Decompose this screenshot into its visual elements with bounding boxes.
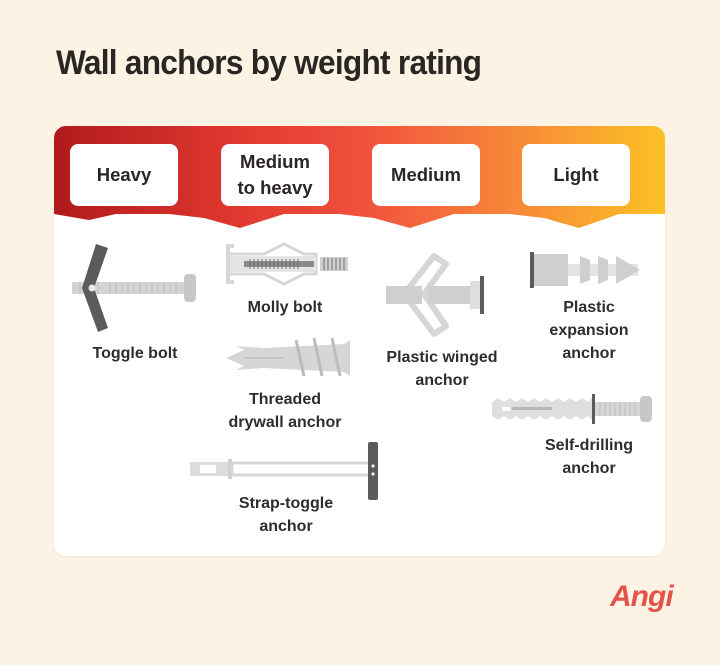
- plastic-expansion-anchor-icon: [530, 252, 640, 288]
- toggle-bolt-icon: [72, 244, 196, 332]
- category-medium: Medium: [372, 144, 480, 206]
- page-title: Wall anchors by weight rating: [56, 44, 482, 82]
- label-plastic-expansion-anchor: Plastic expansion anchor: [549, 299, 629, 362]
- self-drilling-anchor-icon: [492, 394, 652, 424]
- strap-toggle-anchor-icon: [190, 442, 378, 500]
- weight-rating-band: [54, 126, 665, 238]
- label-threaded-drywall-anchor: Threaded drywall anchor: [228, 391, 342, 431]
- label-plastic-winged-anchor: Plastic winged anchor: [386, 349, 498, 389]
- label-toggle-bolt: Toggle bolt: [92, 345, 178, 362]
- threaded-drywall-anchor-icon: [226, 337, 350, 377]
- category-light: Light: [522, 144, 630, 206]
- label-molly-bolt: Molly bolt: [247, 299, 323, 316]
- anchors-card: Heavy Medium to heavy Medium Light Toggl…: [54, 126, 665, 556]
- label-strap-toggle-anchor: Strap-toggle anchor: [238, 495, 334, 535]
- label-self-drilling-anchor: Self-drilling anchor: [545, 437, 633, 477]
- plastic-winged-anchor-icon: [386, 253, 484, 337]
- category-medium-to-heavy: Medium to heavy: [221, 144, 329, 206]
- molly-bolt-icon: [226, 242, 348, 286]
- angi-logo: Angi: [610, 580, 674, 613]
- category-heavy: Heavy: [70, 144, 178, 206]
